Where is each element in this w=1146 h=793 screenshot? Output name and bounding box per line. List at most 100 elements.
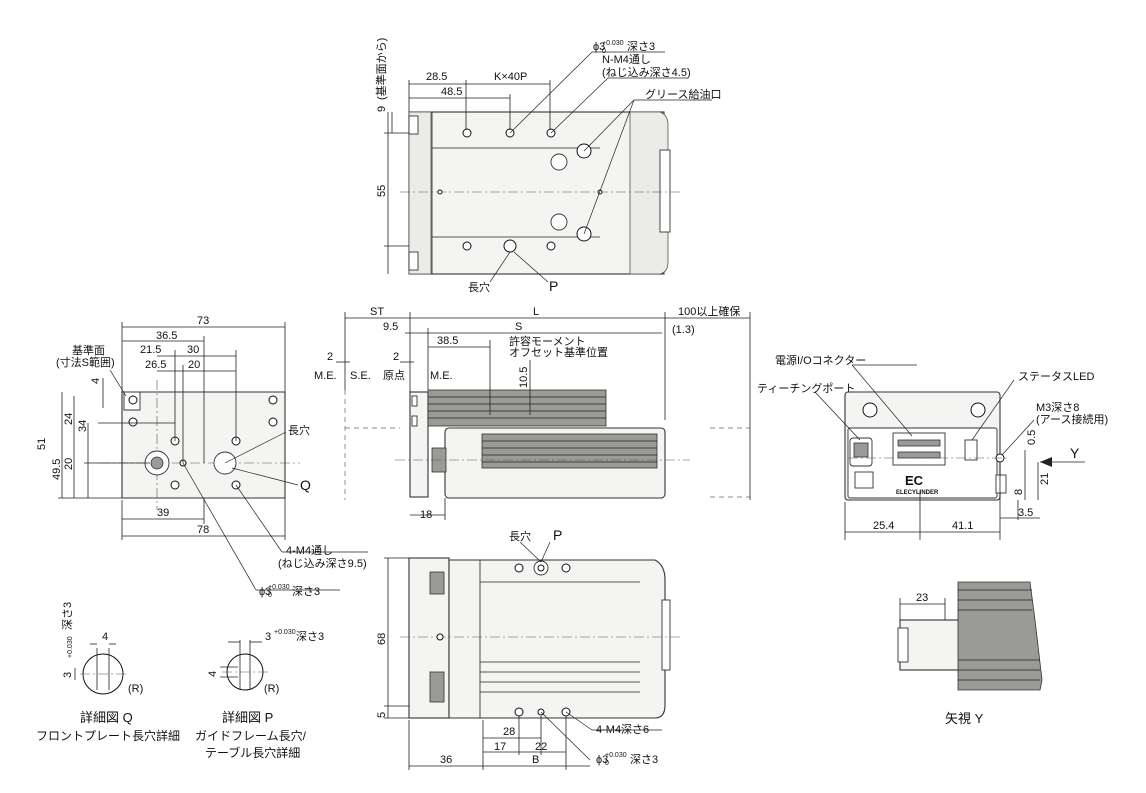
dim-b: B (532, 754, 539, 766)
svg-text:4: 4 (207, 671, 219, 677)
dim-20-left: 20 (63, 458, 75, 470)
front-hole-spec-label: ϕ3 (259, 586, 271, 598)
svg-text:(寸法S範囲): (寸法S範囲) (56, 355, 115, 369)
dim-3-5: 3.5 (1018, 507, 1033, 519)
bottom-elongated-hole-label: 長穴 (509, 529, 531, 543)
svg-text:3: 3 (62, 672, 74, 678)
svg-text:(ねじ込み深さ4.5): (ねじ込み深さ4.5) (602, 66, 691, 79)
me-label-left: M.E. (314, 370, 337, 382)
detail-q-ref: Q (300, 477, 311, 493)
logo-text: ELECYLINDER (896, 490, 939, 496)
side-view-table (427, 389, 607, 427)
elongated-hole-label: 長穴 (468, 280, 490, 294)
dim-48-5: 48.5 (441, 86, 462, 98)
detail-q: 4 3 +0.030 深さ3 (R) 詳細図 Q フロントプレート長穴詳細 (36, 602, 180, 743)
dim-18: 18 (420, 509, 432, 521)
svg-text:(R): (R) (128, 683, 143, 695)
bottom-view: 68 5 28 17 22 36 B 長穴 P 4-M4深さ6 ϕ3 +0.03… (376, 527, 680, 770)
svg-text:オフセット基準位置: オフセット基準位置 (509, 345, 608, 359)
svg-text:(R): (R) (264, 683, 279, 695)
dim-5: 5 (376, 712, 388, 718)
dim-4: 4 (90, 378, 102, 384)
dim-st: ST (370, 306, 384, 318)
bottom-hole-spec-label: ϕ3 (596, 754, 608, 766)
dim-0-5: 0.5 (1026, 430, 1038, 445)
dim-55: 55 (376, 185, 388, 197)
origin-label: 原点 (383, 369, 405, 382)
svg-text:+0.030: +0.030 (67, 636, 74, 658)
dim-23: 23 (916, 592, 928, 604)
top-view-end-plate (408, 111, 432, 275)
detail-q-subtitle: フロントプレート長穴詳細 (36, 728, 180, 743)
svg-text:+0.030: +0.030 (268, 584, 290, 591)
end-view: EC ELECYLINDER Y 電源I/Oコネクター ティーチングポート ステ… (757, 353, 1108, 540)
bottom-detail-p-ref: P (553, 527, 562, 543)
dim-s: S (515, 321, 522, 333)
svg-text:深さ3: 深さ3 (61, 602, 74, 630)
dim-36: 36 (440, 754, 452, 766)
svg-text:0: 0 (268, 592, 272, 599)
m4-thru-label: 4-M4通し (286, 544, 333, 557)
dim-25-4: 25.4 (873, 520, 894, 532)
moment-ref-label: 許容モーメント (509, 334, 586, 348)
top-view-body (408, 111, 665, 275)
dim-1-3: (1.3) (672, 324, 695, 336)
dim-kx40p: K×40P (494, 71, 527, 83)
status-led-label: ステータスLED (1018, 370, 1094, 383)
svg-text:深さ3: 深さ3 (296, 630, 324, 643)
view-y-body (957, 581, 1043, 691)
svg-text:+0.030: +0.030 (605, 752, 627, 759)
svg-text:(アース接続用): (アース接続用) (1036, 412, 1108, 426)
svg-text:深さ3: 深さ3 (292, 585, 320, 598)
svg-text:深さ3: 深さ3 (630, 753, 658, 766)
dim-34: 34 (77, 420, 89, 432)
svg-text:2: 2 (327, 351, 333, 363)
dim-24: 24 (63, 413, 75, 425)
dim-8: 8 (1013, 489, 1025, 495)
dim-9: 9 (376, 106, 388, 112)
ref-surface-label: 基準面 (72, 343, 105, 357)
svg-text:2: 2 (393, 351, 399, 363)
dim-l: L (533, 306, 539, 318)
dim-49-5: 49.5 (51, 459, 63, 480)
svg-text:EC: EC (905, 473, 924, 488)
svg-text:+0.030: +0.030 (274, 629, 296, 636)
view-y: 23 矢視 Y (897, 581, 1043, 726)
dim-9-5: 9.5 (383, 321, 398, 333)
dim-36-5: 36.5 (156, 330, 177, 342)
svg-text:4: 4 (102, 631, 108, 643)
view-y-title: 矢視 Y (945, 711, 984, 726)
detail-q-title: 詳細図 Q (80, 710, 133, 725)
svg-text:(ねじ込み深さ9.5): (ねじ込み深さ9.5) (278, 557, 367, 570)
dim-10-5: 10.5 (518, 367, 530, 388)
m4-depth6-label: 4-M4深さ6 (596, 723, 649, 736)
top-view: 28.5 K×40P 48.5 55 9 (基準面から) ϕ3 +0.030 0… (374, 38, 721, 294)
m3-label: M3深さ8 (1036, 401, 1079, 414)
dim-21: 21 (1039, 473, 1051, 485)
svg-text:3: 3 (265, 631, 271, 643)
dim-30: 30 (187, 344, 199, 356)
detail-p-title: 詳細図 P (222, 710, 273, 725)
n-m4-label: N-M4通し (602, 53, 651, 66)
detail-p-subtitle-1: ガイドフレーム長穴/ (195, 728, 307, 743)
me-label-right: M.E. (430, 370, 453, 382)
dim-21-5: 21.5 (140, 344, 161, 356)
from-ref-surface-label: (基準面から) (374, 38, 388, 100)
dim-26-5: 26.5 (145, 359, 166, 371)
dim-68: 68 (376, 633, 388, 645)
detail-p: 3 +0.030 深さ3 4 (R) 詳細図 P ガイドフレーム長穴/ テーブル… (195, 629, 324, 760)
bottom-view-body (448, 559, 666, 719)
se-label: S.E. (350, 370, 371, 382)
dim-28: 28 (503, 726, 515, 738)
svg-text:深さ3: 深さ3 (627, 40, 655, 53)
mounting-hole (462, 241, 472, 251)
dim-38-5: 38.5 (437, 335, 458, 347)
mounting-hole (546, 241, 556, 251)
dim-41-1: 41.1 (952, 520, 973, 532)
svg-text:+0.030: +0.030 (602, 40, 624, 47)
detail-p-subtitle-2: テーブル長穴詳細 (205, 745, 300, 760)
dim-51: 51 (36, 438, 48, 450)
status-led (964, 439, 978, 461)
top-view-motor-end (629, 111, 669, 275)
